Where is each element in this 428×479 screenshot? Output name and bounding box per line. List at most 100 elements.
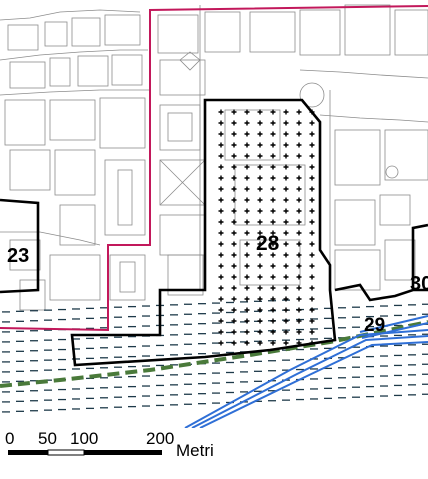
cross-mark xyxy=(231,153,237,159)
cross-mark xyxy=(257,241,263,247)
zone-label-29: 29 xyxy=(364,315,385,336)
cross-mark xyxy=(231,186,237,192)
cross-mark xyxy=(296,296,302,302)
cross-mark xyxy=(283,285,289,291)
rail-centerline xyxy=(0,320,428,388)
cross-mark xyxy=(257,153,263,159)
cross-mark xyxy=(218,307,224,313)
cross-mark xyxy=(309,131,315,137)
scale-bar-graphic xyxy=(8,449,162,456)
map-canvas[interactable]: 23 28 29 30 xyxy=(0,0,428,429)
cross-mark xyxy=(309,252,315,258)
cross-mark xyxy=(257,285,263,291)
cross-mark xyxy=(296,153,302,159)
cross-mark xyxy=(231,340,237,346)
cross-mark xyxy=(244,230,250,236)
cross-mark xyxy=(231,263,237,269)
cross-mark xyxy=(218,241,224,247)
cross-mark xyxy=(244,186,250,192)
cross-mark xyxy=(270,340,276,346)
cross-mark xyxy=(309,230,315,236)
cross-mark xyxy=(270,175,276,181)
cross-mark xyxy=(257,197,263,203)
cross-mark xyxy=(283,263,289,269)
cross-mark xyxy=(257,164,263,170)
cross-mark xyxy=(270,252,276,258)
cross-mark xyxy=(231,285,237,291)
cross-mark xyxy=(270,230,276,236)
cross-mark xyxy=(231,318,237,324)
cross-mark xyxy=(283,252,289,258)
cross-mark xyxy=(296,131,302,137)
cross-mark xyxy=(231,296,237,302)
cross-mark xyxy=(257,340,263,346)
cross-mark xyxy=(231,164,237,170)
cross-mark xyxy=(244,142,250,148)
cross-mark xyxy=(283,274,289,280)
cross-mark xyxy=(231,208,237,214)
zone-label-23: 23 xyxy=(7,245,29,267)
cross-mark xyxy=(309,142,315,148)
cross-mark xyxy=(270,219,276,225)
scale-tick-200: 200 xyxy=(146,429,175,448)
scale-tick-100: 100 xyxy=(70,429,99,448)
cross-mark xyxy=(257,109,263,115)
cross-mark xyxy=(231,329,237,335)
cross-mark xyxy=(244,329,250,335)
cross-mark xyxy=(283,318,289,324)
cross-mark xyxy=(270,109,276,115)
cross-mark xyxy=(218,285,224,291)
cross-mark xyxy=(257,329,263,335)
cross-mark xyxy=(257,120,263,126)
cross-mark xyxy=(257,274,263,280)
cross-mark xyxy=(283,131,289,137)
cross-mark xyxy=(309,285,315,291)
cross-mark xyxy=(218,142,224,148)
cross-mark xyxy=(283,296,289,302)
cross-mark xyxy=(270,208,276,214)
cross-mark xyxy=(283,230,289,236)
zone-28-hatch-pattern xyxy=(218,109,315,346)
cross-mark xyxy=(231,219,237,225)
cross-mark xyxy=(270,296,276,302)
cross-mark xyxy=(270,186,276,192)
cross-mark xyxy=(244,120,250,126)
cross-mark xyxy=(309,153,315,159)
cross-mark xyxy=(296,307,302,313)
cross-mark xyxy=(283,340,289,346)
cross-mark xyxy=(309,241,315,247)
cross-mark xyxy=(257,296,263,302)
cross-mark xyxy=(231,197,237,203)
cross-mark xyxy=(244,208,250,214)
cross-mark xyxy=(270,318,276,324)
cross-mark xyxy=(296,120,302,126)
cross-mark xyxy=(296,230,302,236)
cross-mark xyxy=(270,120,276,126)
cross-mark xyxy=(296,142,302,148)
cross-mark xyxy=(270,131,276,137)
cross-mark xyxy=(296,219,302,225)
zone-label-28: 28 xyxy=(256,232,280,255)
cross-mark xyxy=(270,263,276,269)
cross-mark xyxy=(231,241,237,247)
cross-mark xyxy=(283,329,289,335)
tram-lines xyxy=(184,315,428,429)
cross-mark xyxy=(244,164,250,170)
cross-mark xyxy=(257,318,263,324)
cross-mark xyxy=(296,175,302,181)
cross-mark xyxy=(296,285,302,291)
cross-mark xyxy=(283,164,289,170)
cross-mark xyxy=(218,219,224,225)
cross-mark xyxy=(231,230,237,236)
cross-mark xyxy=(257,307,263,313)
cross-mark xyxy=(283,208,289,214)
cross-mark xyxy=(296,263,302,269)
cross-mark xyxy=(309,263,315,269)
cross-mark xyxy=(218,252,224,258)
cross-mark xyxy=(296,329,302,335)
cross-mark xyxy=(296,186,302,192)
cross-mark xyxy=(218,263,224,269)
cross-mark xyxy=(257,219,263,225)
cross-mark xyxy=(283,219,289,225)
cross-mark xyxy=(296,252,302,258)
